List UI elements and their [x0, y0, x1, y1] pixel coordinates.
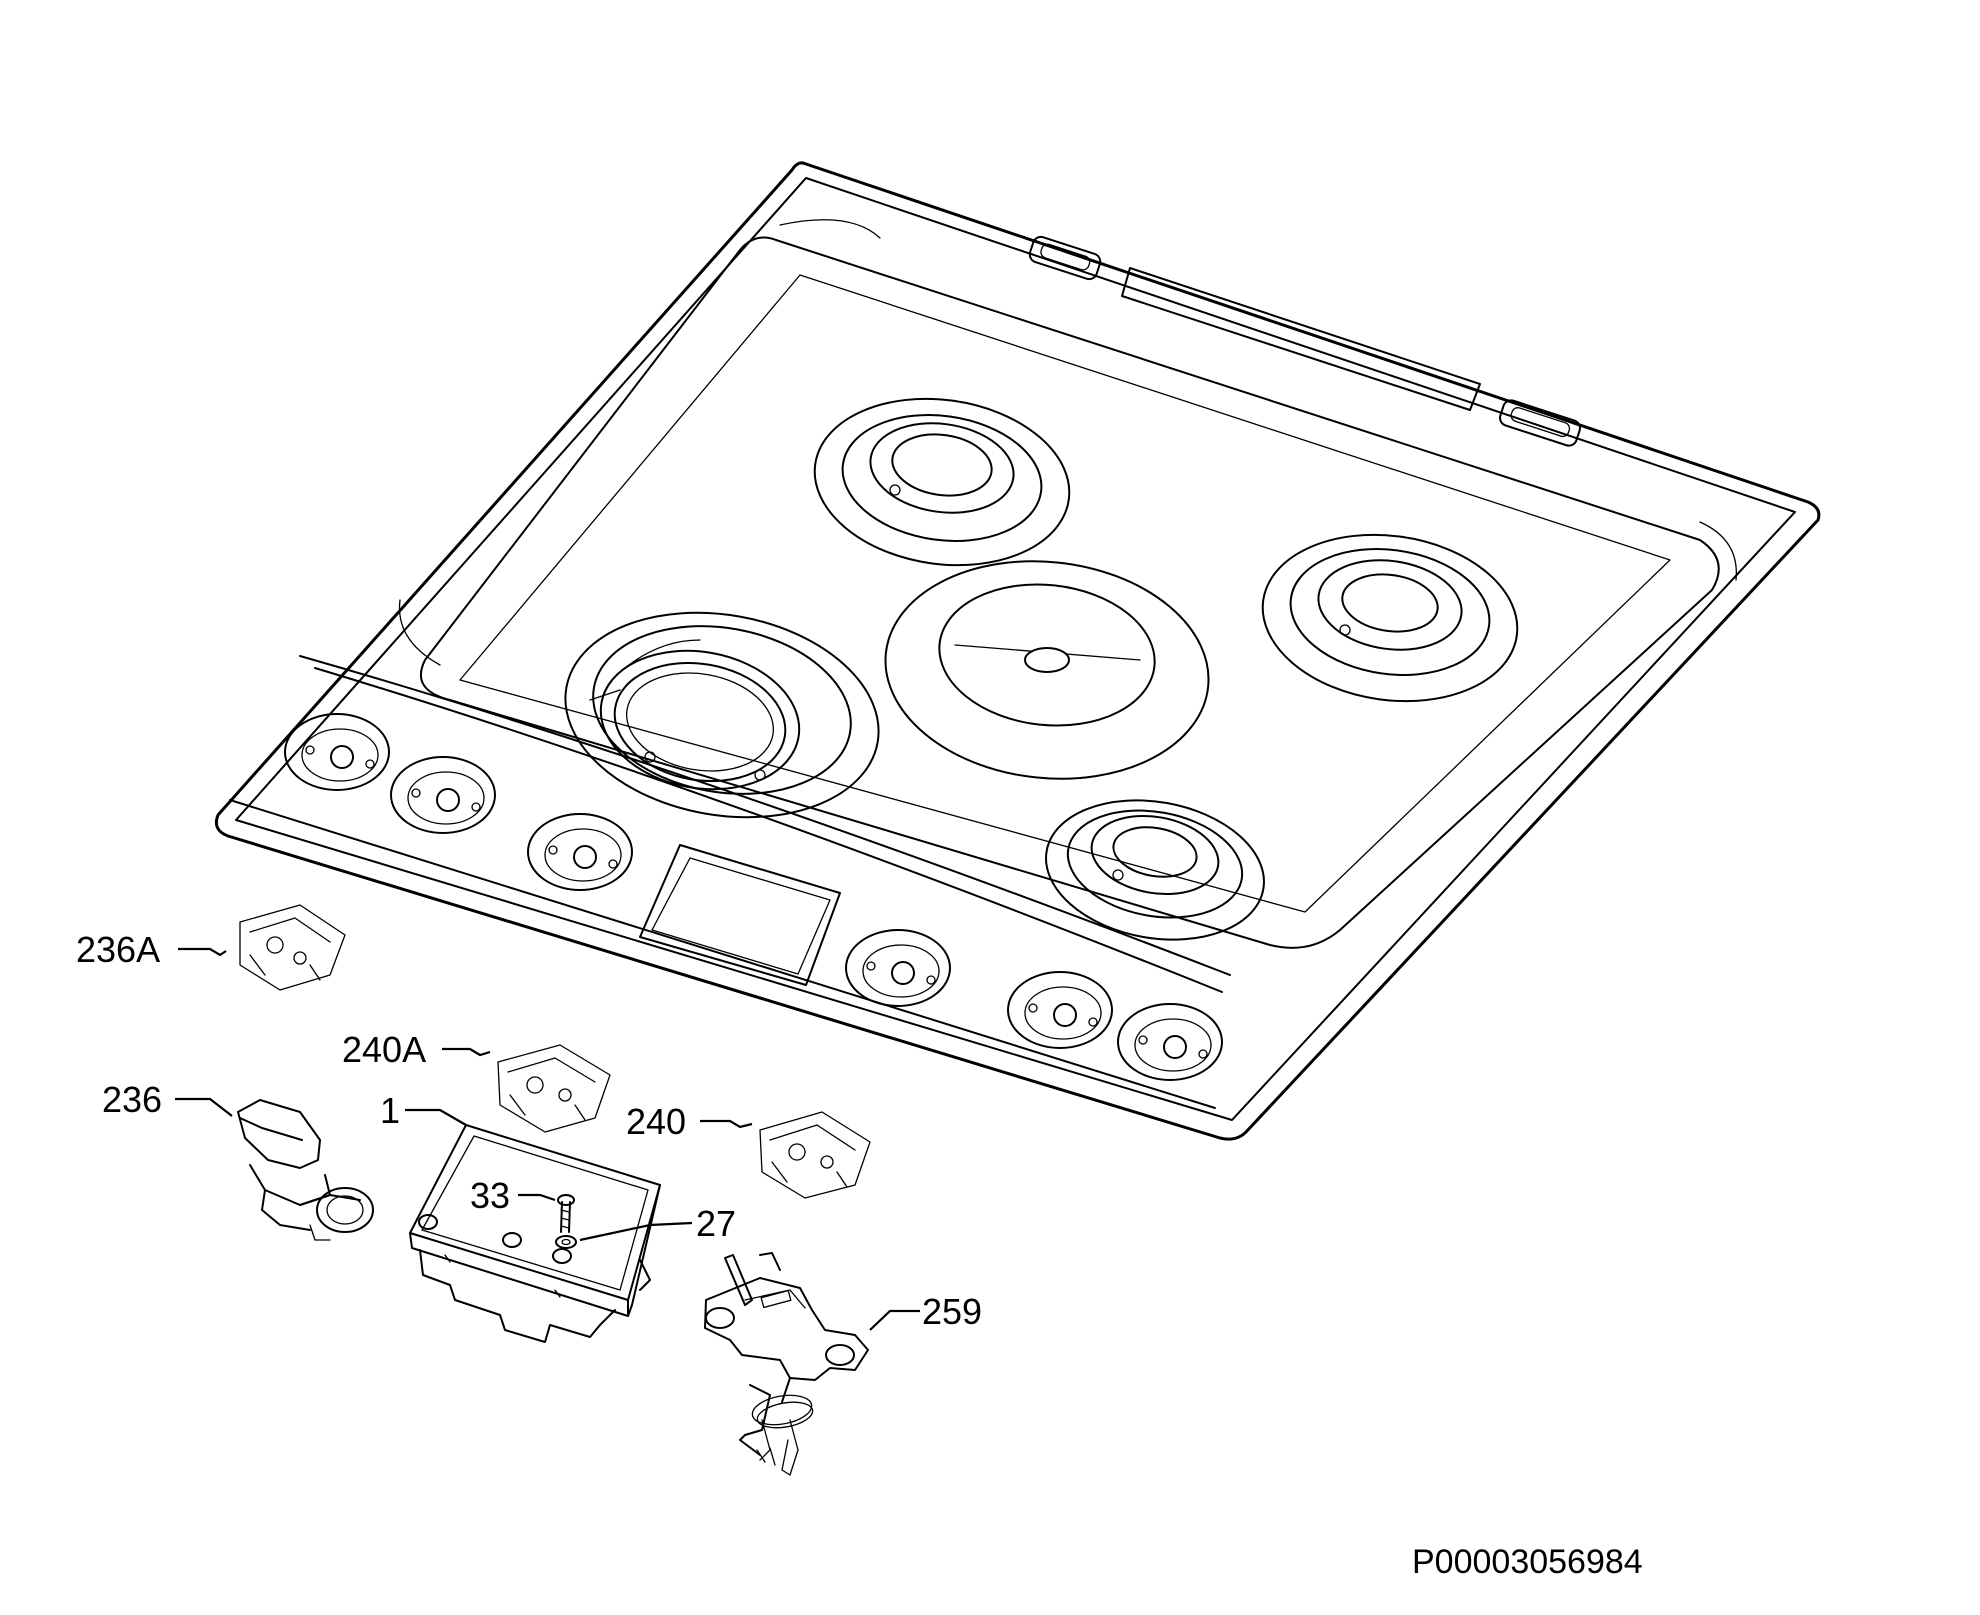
label-236A: 236A: [76, 929, 160, 970]
display-window: [639, 844, 841, 986]
knob-hole-6: [1117, 1003, 1223, 1081]
part-33-screw: [557, 1194, 575, 1233]
label-259: 259: [922, 1291, 982, 1332]
part-240A-bracket: [497, 1044, 611, 1133]
burner-front-right: [1045, 799, 1265, 941]
burner-rear-right: [1261, 533, 1519, 703]
label-33: 33: [470, 1175, 510, 1216]
leader-1: [405, 1108, 467, 1126]
knob-hole-2: [390, 756, 496, 834]
burner-centre: [884, 560, 1210, 780]
part-240-bracket: [759, 1111, 871, 1199]
document-id: P00003056984: [1412, 1543, 1643, 1581]
label-27: 27: [696, 1203, 736, 1244]
part-236-valve: [237, 1099, 374, 1241]
leader-33: [518, 1193, 556, 1202]
leader-240A: [442, 1047, 491, 1057]
part-236A-bracket: [239, 904, 346, 991]
knob-hole-4: [845, 929, 951, 1007]
leader-259: [869, 1309, 920, 1331]
part-259-thermostat: [704, 1252, 869, 1476]
burner-front-left: [564, 611, 880, 819]
label-240A: 240A: [342, 1029, 426, 1070]
hob-top: [214, 161, 1821, 1141]
leader-27: [579, 1221, 693, 1242]
label-236: 236: [102, 1079, 162, 1120]
knob-hole-1: [284, 713, 390, 791]
label-240: 240: [626, 1101, 686, 1142]
leader-240: [700, 1119, 753, 1129]
back-slot-left: [1028, 235, 1102, 281]
part-1-control-box: [409, 1124, 661, 1343]
knob-hole-5: [1007, 971, 1113, 1049]
leader-236: [175, 1097, 233, 1117]
leader-236A: [178, 947, 227, 957]
part-27-washer: [555, 1235, 577, 1249]
label-1: 1: [380, 1090, 400, 1131]
back-slot-right: [1499, 399, 1581, 447]
burner-rear-left: [813, 397, 1071, 567]
knob-hole-3: [527, 813, 633, 891]
